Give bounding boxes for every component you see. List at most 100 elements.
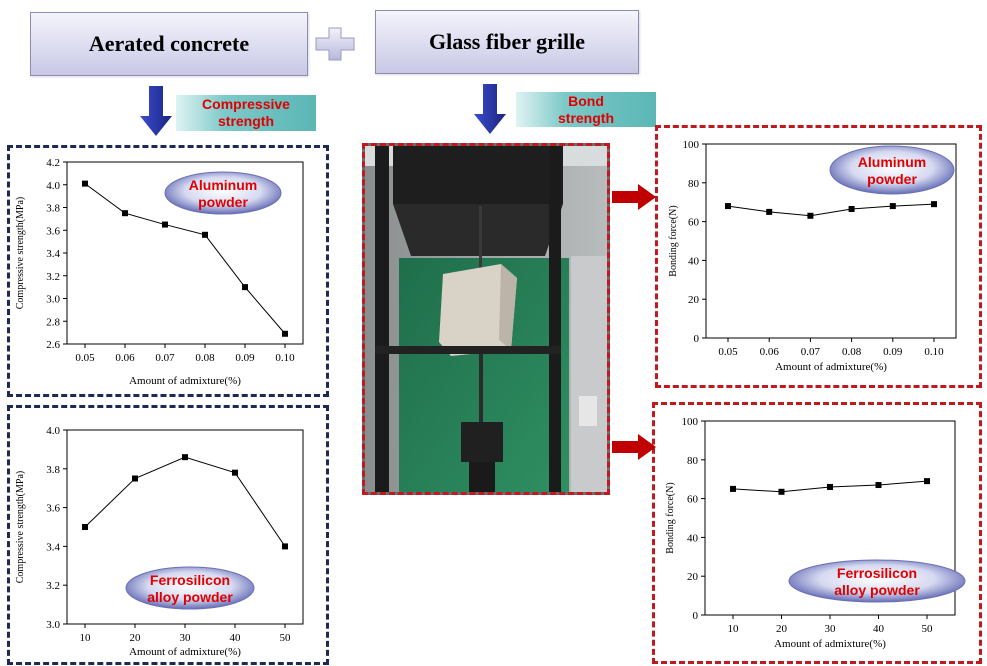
y-tick-label: 3.0 xyxy=(46,619,60,631)
data-point xyxy=(924,478,930,485)
series-line xyxy=(84,183,286,335)
y-axis-label: Compressive strength(MPa) xyxy=(15,197,26,310)
y-tick-label: 2.8 xyxy=(46,316,60,328)
x-tick-label: 0.06 xyxy=(760,346,780,358)
plus-icon xyxy=(315,27,355,61)
tag-line: Bond xyxy=(568,92,604,109)
x-tick-label: 30 xyxy=(825,623,837,635)
data-point xyxy=(725,203,731,210)
y-tick-label: 80 xyxy=(688,178,700,190)
bond-strength-tag: Bond strength xyxy=(516,92,656,127)
legend-badge-line: alloy powder xyxy=(834,582,920,598)
legend-badge-line: Aluminum xyxy=(858,154,926,170)
x-tick-label: 0.10 xyxy=(924,346,944,358)
y-axis-label: Compressive strength(MPa) xyxy=(15,471,26,584)
y-tick-label: 100 xyxy=(682,416,699,428)
tag-line: strength xyxy=(558,109,614,126)
legend-badge-line: alloy powder xyxy=(147,589,233,605)
y-tick-label: 60 xyxy=(688,217,700,229)
legend-badge xyxy=(829,145,955,195)
series-line xyxy=(727,203,935,217)
x-tick-label: 10 xyxy=(728,623,740,635)
legend-badge xyxy=(788,559,966,603)
x-tick-label: 0.05 xyxy=(75,352,95,364)
y-tick-label: 3.2 xyxy=(46,271,60,283)
data-point xyxy=(730,485,736,492)
compressive-strength-tag: Compressive strength xyxy=(176,95,316,131)
data-point xyxy=(931,201,937,208)
x-tick-label: 0.07 xyxy=(155,352,175,364)
y-tick-label: 40 xyxy=(687,532,699,544)
y-tick-label: 3.2 xyxy=(46,580,60,592)
glass-fiber-grille-label: Glass fiber grille xyxy=(428,29,586,54)
down-arrow-icon xyxy=(140,86,172,136)
y-tick-label: 20 xyxy=(688,294,700,306)
y-tick-label: 3.8 xyxy=(46,203,60,215)
y-tick-label: 3.4 xyxy=(46,541,60,553)
aerated-concrete-label: Aerated concrete xyxy=(88,31,250,56)
y-tick-label: 80 xyxy=(687,455,699,467)
x-tick-label: 40 xyxy=(230,632,242,644)
plot-frame xyxy=(705,143,957,339)
y-tick-label: 4.0 xyxy=(46,425,60,437)
series-line xyxy=(84,456,286,547)
data-point xyxy=(232,469,238,476)
data-point xyxy=(875,482,882,489)
data-point xyxy=(778,488,785,495)
data-point xyxy=(82,180,88,187)
data-point xyxy=(282,543,288,550)
data-point xyxy=(242,284,248,291)
y-tick-label: 3.6 xyxy=(46,503,60,515)
x-tick-label: 20 xyxy=(776,623,788,635)
data-point xyxy=(132,475,138,482)
y-axis-label: Bonding force(N) xyxy=(668,205,679,276)
y-tick-label: 3.8 xyxy=(46,464,60,476)
right-arrow-icon xyxy=(612,434,656,460)
x-tick-label: 0.05 xyxy=(718,346,738,358)
data-point xyxy=(122,210,128,217)
legend-badge-line: Ferrosilicon xyxy=(150,572,230,588)
x-tick-label: 0.09 xyxy=(235,352,255,364)
data-point xyxy=(162,221,168,228)
x-axis-label: Amount of admixture(%) xyxy=(129,646,241,658)
right-arrow-icon xyxy=(612,184,656,210)
x-tick-label: 0.08 xyxy=(842,346,862,358)
tag-line: strength xyxy=(218,113,274,129)
data-point xyxy=(807,212,814,219)
tag-line: Compressive xyxy=(202,96,290,112)
test-machine-illustration xyxy=(365,146,607,492)
x-tick-label: 0.09 xyxy=(883,346,903,358)
test-machine-photo xyxy=(362,143,610,495)
y-tick-label: 4.0 xyxy=(46,180,60,192)
x-tick-label: 20 xyxy=(130,632,142,644)
data-point xyxy=(82,524,88,530)
y-tick-label: 60 xyxy=(687,494,699,506)
x-tick-label: 50 xyxy=(922,623,934,635)
x-tick-label: 10 xyxy=(80,632,92,644)
legend-badge-line: powder xyxy=(867,171,917,187)
x-tick-label: 50 xyxy=(280,632,292,644)
data-point xyxy=(766,208,773,215)
x-axis-label: Amount of admixture(%) xyxy=(774,638,886,650)
glass-fiber-grille-header: Glass fiber grille xyxy=(375,10,639,74)
x-tick-label: 30 xyxy=(180,632,192,644)
aerated-concrete-header: Aerated concrete xyxy=(30,12,308,76)
x-tick-label: 0.06 xyxy=(115,352,135,364)
down-arrow-icon xyxy=(474,84,506,134)
legend-badge-line: Aluminum xyxy=(189,177,257,193)
data-point xyxy=(889,203,896,210)
x-axis-label: Amount of admixture(%) xyxy=(129,375,241,387)
y-tick-label: 100 xyxy=(683,139,700,151)
y-tick-label: 0 xyxy=(693,610,699,622)
legend-badge xyxy=(125,566,255,610)
y-tick-label: 40 xyxy=(688,255,700,267)
y-axis-label: Bonding force(N) xyxy=(665,482,676,553)
x-tick-label: 0.08 xyxy=(195,352,215,364)
